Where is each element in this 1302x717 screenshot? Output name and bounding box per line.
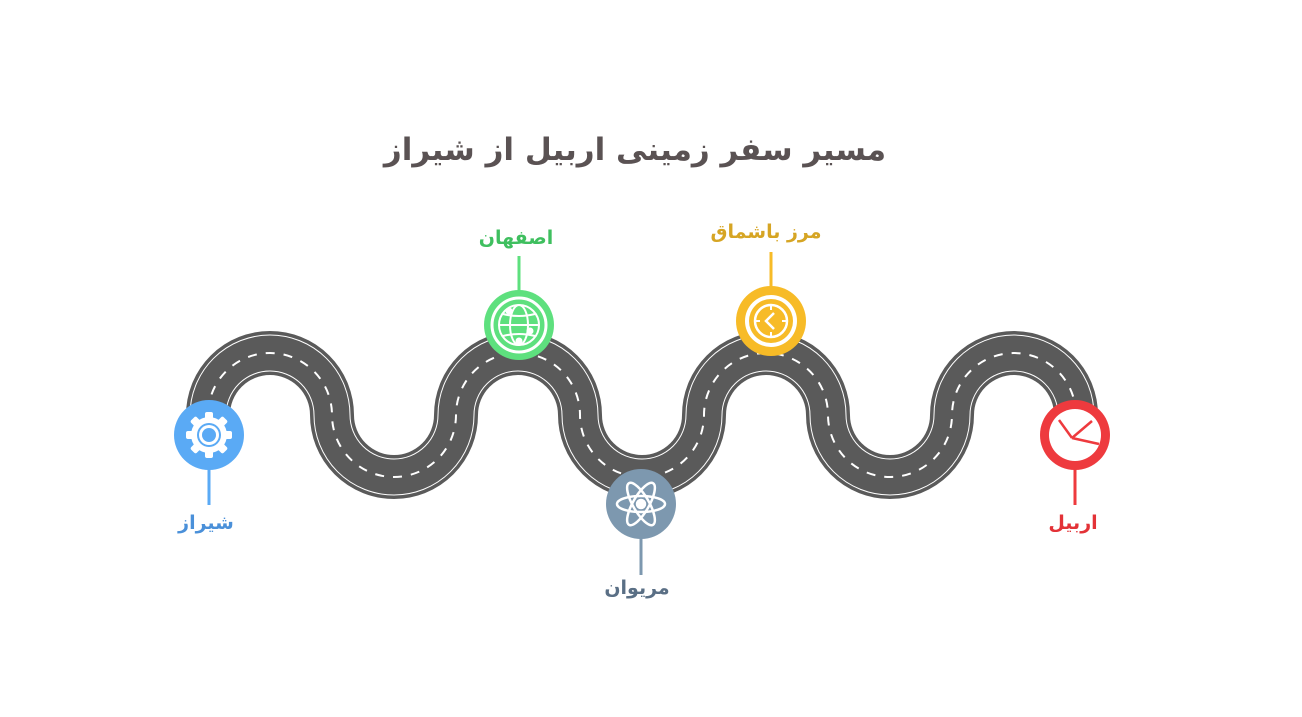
stop-label-bashmaq: مرز باشماق [710, 221, 822, 243]
gear-icon [186, 412, 232, 458]
stop-isfahan [484, 256, 554, 360]
stop-erbil [1040, 400, 1110, 505]
globe-icon [498, 304, 540, 346]
page-title: مسیر سفر زمینی اربیل از شیراز [383, 132, 887, 168]
stop-label-erbil: اربیل [1048, 512, 1098, 534]
stop-bashmaq [736, 252, 806, 356]
atom-icon [615, 481, 667, 527]
stop-shiraz [174, 400, 244, 505]
pie-chart-icon [1057, 419, 1100, 446]
clock-icon [753, 303, 789, 339]
winding-road [186, 331, 1098, 499]
stop-marivan [606, 469, 676, 575]
stop-label-marivan: مریوان [604, 577, 670, 599]
stop-label-isfahan: اصفهان [478, 227, 554, 249]
stop-label-shiraz: شیراز [178, 512, 234, 534]
